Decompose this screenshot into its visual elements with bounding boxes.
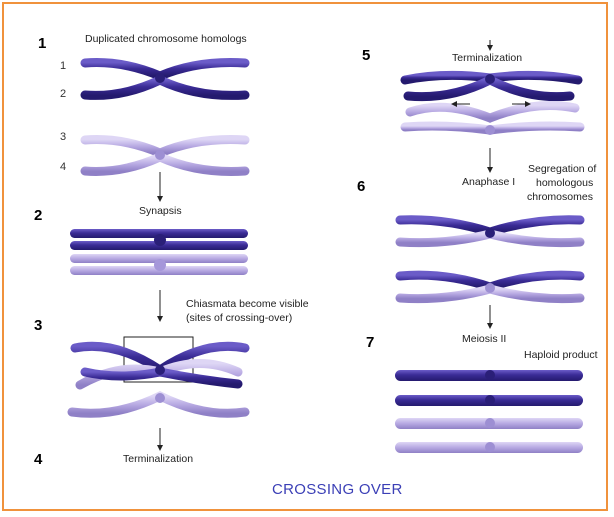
homolog-number-3: 3 — [60, 131, 67, 143]
step-1: 1 — [38, 35, 47, 52]
terminalization-tetrad — [400, 70, 585, 135]
step-2: 2 — [34, 207, 43, 224]
chromatid-2 — [80, 75, 250, 100]
caption-terminalization-right: Terminalization — [452, 52, 523, 64]
centromere — [155, 73, 165, 83]
chromatid-4 — [80, 152, 250, 176]
caption-segregation-line-2: homologous — [536, 177, 594, 189]
caption-segregation-line-1: Segregation of — [528, 163, 597, 175]
figure-border — [2, 2, 608, 511]
step-5: 5 — [362, 47, 371, 64]
step-7: 7 — [366, 334, 375, 351]
caption-synapsis: Synapsis — [139, 205, 182, 217]
step-6: 6 — [357, 178, 366, 195]
homolog-pair-dark — [80, 58, 250, 100]
caption-chiasmata-line-1: Chiasmata become visible — [186, 298, 309, 310]
chromatid-1 — [80, 58, 250, 81]
centromere — [155, 150, 165, 160]
homolog-pair-light — [80, 135, 250, 176]
homolog-number-1: 1 — [60, 60, 67, 72]
caption-haploid-product: Haploid product — [524, 349, 598, 361]
homolog-number-4: 4 — [60, 161, 67, 173]
segregated-homologs — [395, 215, 585, 304]
caption-duplicated-homologs: Duplicated chromosome homologs — [85, 33, 247, 45]
caption-anaphase-i: Anaphase I — [462, 176, 516, 188]
haploid-products — [395, 370, 583, 453]
caption-terminalization-left: Terminalization — [123, 453, 194, 465]
chiasmata-tetrad — [67, 336, 250, 418]
step-3: 3 — [34, 317, 43, 334]
caption-segregation-line-3: chromosomes — [527, 191, 593, 203]
step-4: 4 — [34, 451, 43, 468]
homolog-number-2: 2 — [60, 88, 67, 100]
synapsed-tetrad — [70, 229, 248, 275]
figure-title: CROSSING OVER — [272, 481, 403, 498]
caption-chiasmata-line-2: (sites of crossing-over) — [186, 312, 293, 324]
chromatid-3 — [80, 135, 250, 158]
caption-meiosis-ii: Meiosis II — [462, 333, 507, 345]
